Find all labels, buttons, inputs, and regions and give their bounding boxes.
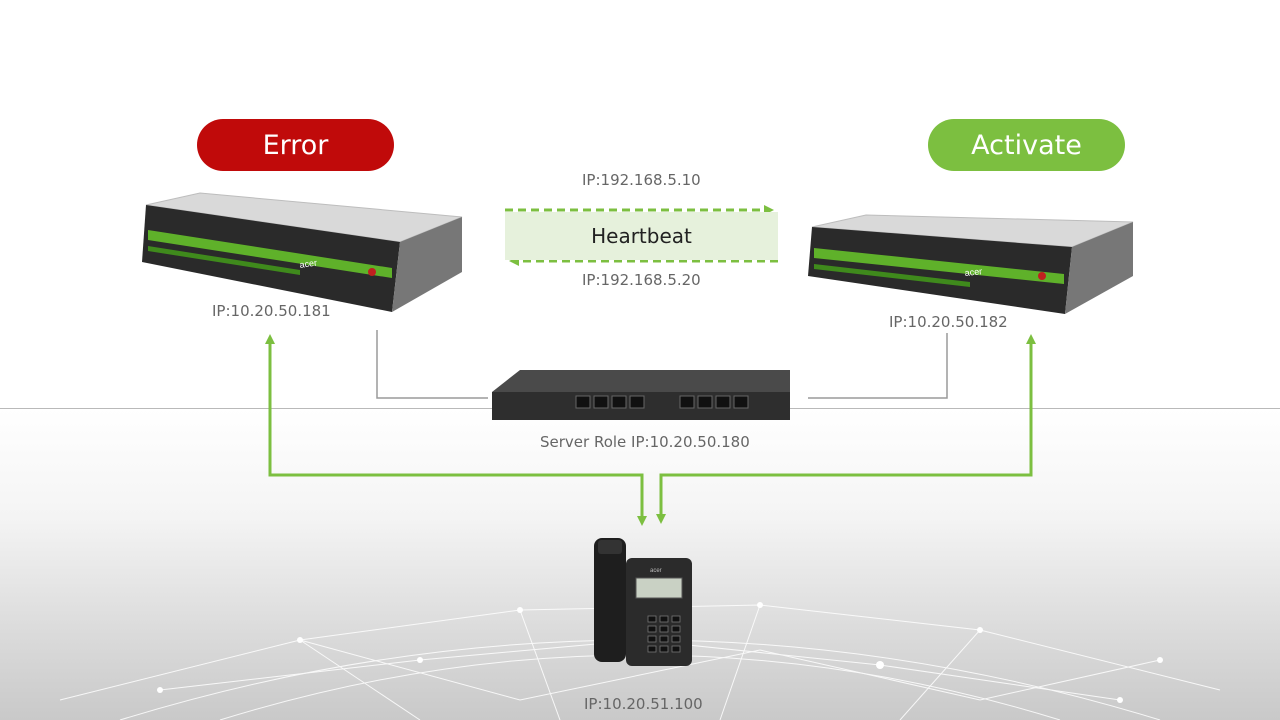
link-to-right-server-icon <box>659 334 1036 478</box>
heartbeat-label: Heartbeat <box>591 224 692 248</box>
cable-left <box>376 330 488 399</box>
error-status-badge: Error <box>197 119 394 171</box>
svg-text:acer: acer <box>964 266 982 278</box>
switch-label: Server Role IP:10.20.50.180 <box>540 433 750 451</box>
heartbeat-ip-top: IP:192.168.5.10 <box>582 171 701 189</box>
activate-status-badge: Activate <box>928 119 1125 171</box>
svg-text:acer: acer <box>299 258 318 270</box>
svg-text:acer: acer <box>650 568 662 574</box>
left-server-ip: IP:10.20.50.181 <box>212 302 331 320</box>
cable-right <box>808 333 948 399</box>
right-server-ip: IP:10.20.50.182 <box>889 313 1008 331</box>
heartbeat-box: Heartbeat <box>505 212 778 260</box>
heartbeat-ip-bottom: IP:192.168.5.20 <box>582 271 701 289</box>
phone-ip: IP:10.20.51.100 <box>584 695 703 713</box>
